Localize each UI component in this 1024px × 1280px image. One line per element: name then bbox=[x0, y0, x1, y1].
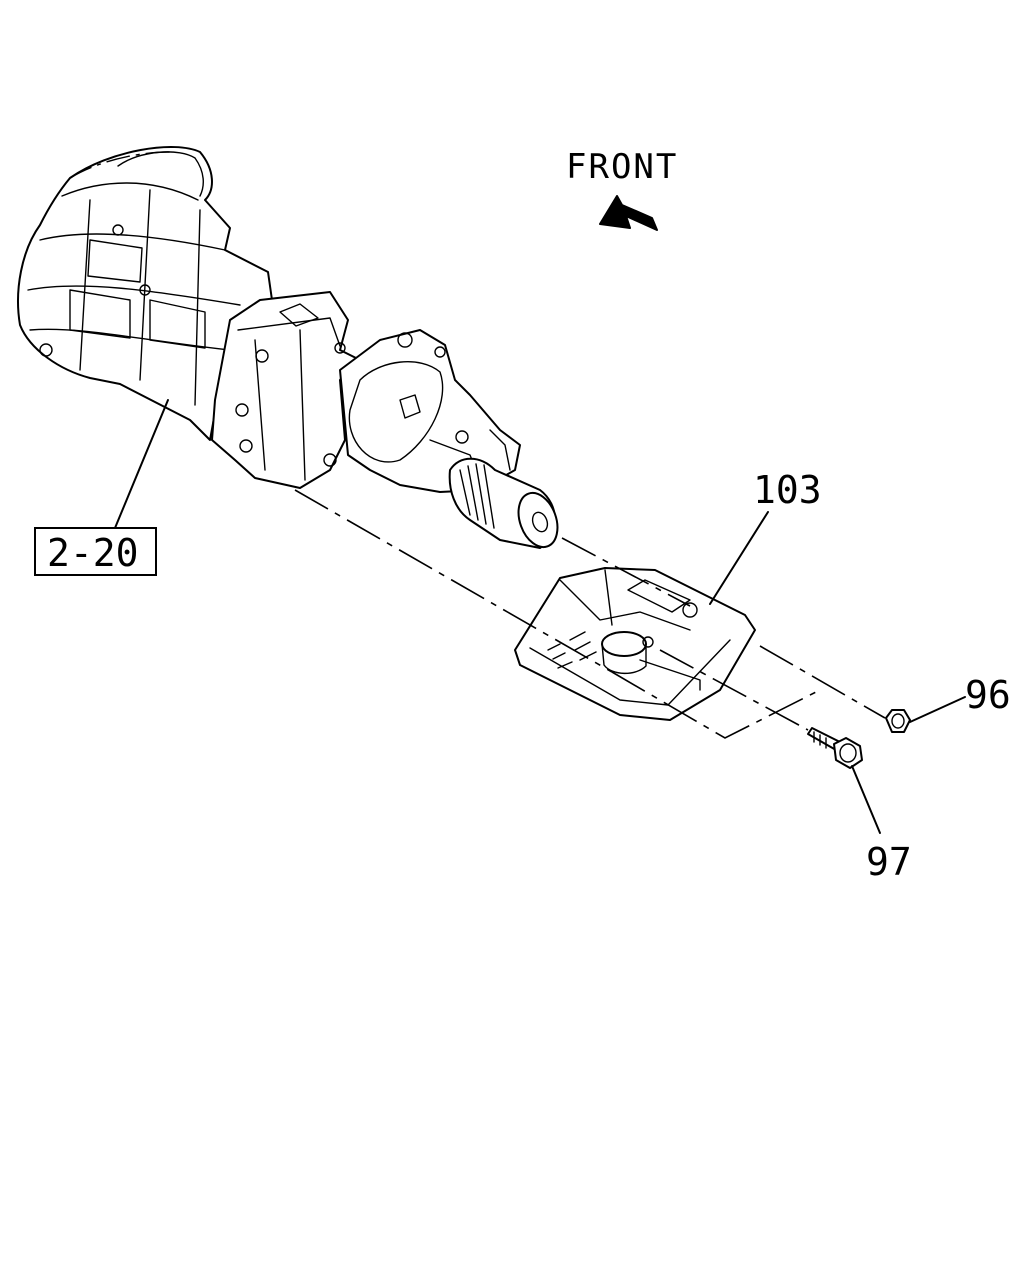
assembly-line-4 bbox=[659, 649, 809, 731]
transmission-assembly bbox=[17, 146, 559, 549]
ref-box bbox=[34, 527, 157, 576]
part-97-leader bbox=[851, 765, 881, 834]
assembly-line-1 bbox=[294, 489, 613, 673]
assembly-line-5 bbox=[611, 671, 821, 739]
bolt-97 bbox=[807, 727, 863, 769]
arrow-up-left-icon bbox=[599, 195, 658, 231]
part-103-leader bbox=[709, 511, 769, 605]
ref-box-leader bbox=[114, 399, 169, 529]
assembly-line-2 bbox=[561, 537, 691, 607]
part-96-leader bbox=[909, 696, 966, 723]
mount-bracket-103 bbox=[514, 567, 756, 721]
assembly-line-3 bbox=[759, 645, 886, 719]
part-103-label: 103 bbox=[753, 468, 822, 512]
ref-box-label: 2-20 bbox=[47, 531, 139, 575]
part-97-label: 97 bbox=[866, 840, 912, 884]
nut-96 bbox=[885, 709, 911, 733]
front-label: FRONT bbox=[566, 147, 678, 187]
part-96-label: 96 bbox=[965, 673, 1011, 717]
